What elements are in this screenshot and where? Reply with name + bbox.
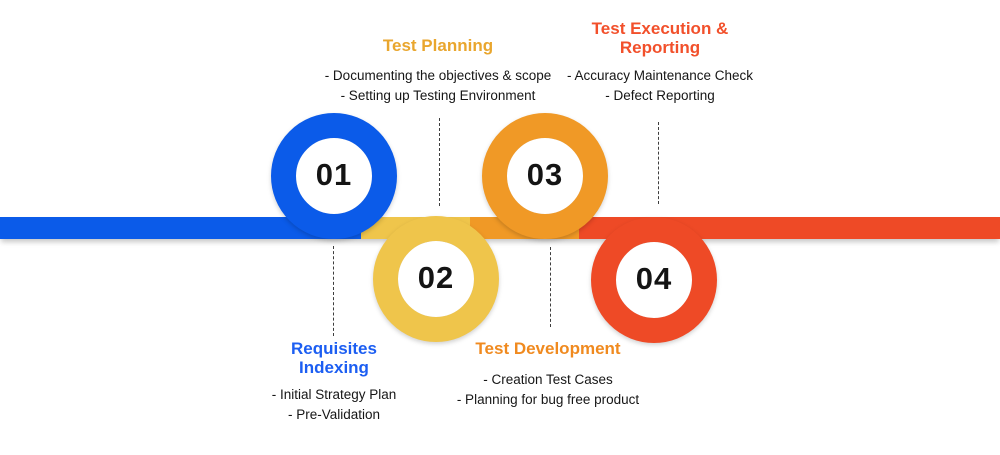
step-03-label: Test Development - Creation Test Cases -… (398, 339, 698, 410)
step-04-bullet-2: - Defect Reporting (605, 88, 715, 103)
step-02-bullet-2: - Setting up Testing Environment (340, 88, 536, 103)
step-01-number: 01 (315, 157, 353, 192)
step-03-bullet-2: - Planning for bug free product (456, 392, 640, 407)
step-04-label: Test Execution & Reporting - Accuracy Ma… (510, 19, 810, 106)
step-02-title: Test Planning (382, 36, 494, 55)
step-04-title: Test Execution & Reporting (591, 19, 729, 57)
step-01-bullet-2: - Pre-Validation (287, 407, 381, 422)
step-04-bullet-1: - Accuracy Maintenance Check (566, 68, 754, 83)
step-03-circle: 03 (482, 113, 608, 239)
step-02-label: Test Planning - Documenting the objectiv… (288, 36, 588, 106)
step-03-number: 03 (526, 157, 564, 192)
step-02-connector (439, 118, 440, 206)
step-02-bullet-1: - Documenting the objectives & scope (324, 68, 552, 83)
step-03-bullet-1: - Creation Test Cases (483, 372, 613, 387)
step-04-bullet-list: - Accuracy Maintenance Check - Defect Re… (510, 66, 810, 106)
step-01-bullet-1: - Initial Strategy Plan (271, 387, 397, 402)
step-03-connector (550, 247, 551, 327)
step-02-number: 02 (417, 260, 455, 295)
step-04-number: 04 (635, 261, 673, 296)
step-04-circle: 04 (591, 217, 717, 343)
step-01-circle: 01 (271, 113, 397, 239)
step-01-title: Requisites Indexing (291, 339, 377, 377)
step-01-label: Requisites Indexing - Initial Strategy P… (194, 339, 474, 425)
step-02-bullet-list: - Documenting the objectives & scope - S… (288, 66, 588, 106)
step-03-title: Test Development (475, 339, 621, 358)
step-03-bullet-list: - Creation Test Cases - Planning for bug… (398, 370, 698, 410)
step-04-connector (658, 122, 659, 204)
step-01-connector (333, 246, 334, 336)
step-01-bullet-list: - Initial Strategy Plan - Pre-Validation (194, 385, 474, 425)
step-02-circle: 02 (373, 216, 499, 342)
